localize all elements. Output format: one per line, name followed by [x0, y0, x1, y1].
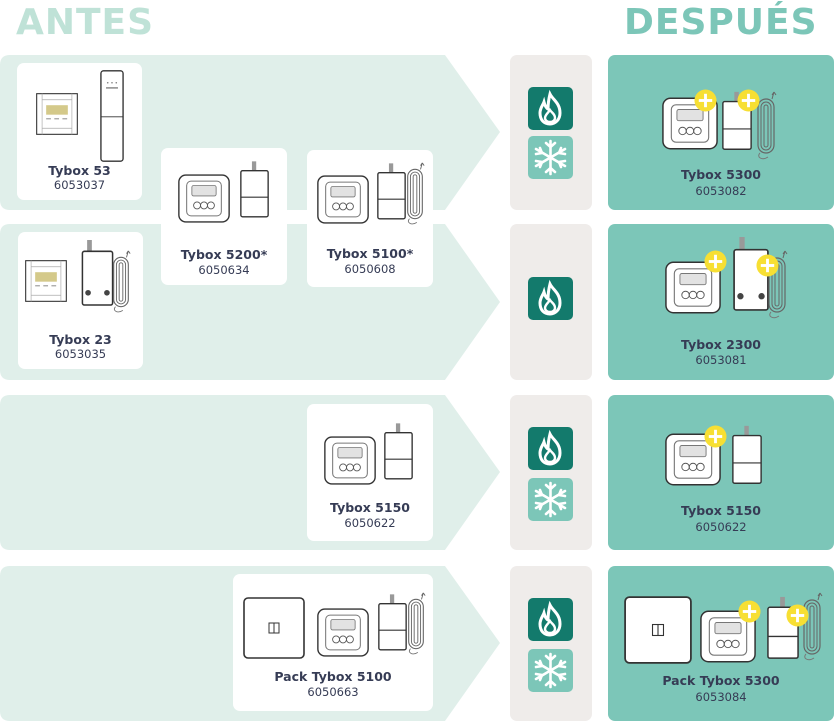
product-code: 6050622 [344, 516, 396, 530]
product-code: 6050608 [344, 262, 396, 276]
plus-badge-icon [704, 250, 727, 273]
connector [291, 211, 303, 221]
product-card-tybox-2300: Tybox 2300 6053081 [608, 224, 834, 380]
antenna-cable-icon [405, 592, 427, 656]
plus-badge-icon [786, 604, 809, 627]
cooling-icon [528, 478, 573, 521]
product-name: Tybox 5100* [326, 246, 414, 261]
product-code: 6050634 [198, 263, 250, 277]
mode-panel-row-3 [510, 395, 592, 550]
product-card-tybox-5100: Tybox 5100* 6050608 [307, 150, 433, 287]
product-name: Tybox 5300 [681, 167, 761, 182]
product-code: 6053035 [54, 347, 107, 361]
receiver-icon [240, 157, 269, 222]
mode-panel-row-4 [510, 566, 592, 721]
antenna-cable-icon [800, 590, 824, 664]
receiver-icon [377, 159, 406, 224]
after-heading: DESPUÉS [624, 2, 818, 43]
product-card-tybox-23: Tybox 23 6053035 [18, 232, 143, 369]
product-card-tybox-5300: Tybox 5300 6053082 [608, 55, 834, 210]
product-code: 6053082 [695, 184, 747, 198]
before-heading: ANTES [16, 2, 155, 43]
receiver-icon [732, 417, 762, 493]
old-thermostat-icon [36, 93, 78, 135]
heating-icon [528, 598, 573, 641]
receiver-icon [378, 590, 407, 655]
product-name: Tybox 5150 [330, 500, 410, 515]
product-name: Tybox 5150 [681, 503, 761, 518]
plus-badge-icon [738, 600, 761, 623]
product-name: Tybox 53 [48, 163, 111, 178]
product-name: Tybox 23 [49, 332, 112, 347]
product-card-tybox-5150-after: Tybox 5150 6050622 [608, 395, 834, 550]
heating-icon [528, 277, 573, 320]
thermostat-icon [317, 608, 369, 657]
cooling-icon [528, 136, 573, 179]
sensor-icon [243, 597, 305, 659]
product-code: 6050663 [307, 685, 359, 699]
antenna-cable-icon [110, 250, 132, 314]
product-card-pack-tybox-5300: Pack Tybox 5300 6053084 [608, 566, 834, 721]
product-name: Tybox 5200* [180, 247, 268, 262]
plus-badge-icon [704, 425, 727, 448]
heating-icon [528, 87, 573, 130]
receiver-icon [100, 70, 124, 162]
receiver-icon [384, 419, 413, 484]
connector [436, 211, 442, 221]
product-code: 6053081 [695, 353, 747, 367]
heating-icon [528, 427, 573, 470]
product-code: 6053084 [695, 690, 747, 704]
old-thermostat-icon [25, 260, 67, 302]
product-name: Tybox 2300 [681, 337, 761, 352]
antenna-cable-icon [404, 162, 426, 226]
product-card-pack-tybox-5100: Pack Tybox 5100 6050663 [233, 574, 433, 711]
product-code: 6053037 [53, 178, 106, 192]
product-name: Pack Tybox 5100 [274, 669, 392, 684]
product-card-tybox-5200: Tybox 5200* 6050634 [161, 148, 287, 285]
sensor-icon [624, 596, 692, 664]
thermostat-icon [324, 436, 376, 485]
product-card-tybox-5150: Tybox 5150 6050622 [307, 404, 433, 541]
thermostat-icon [317, 175, 369, 224]
product-code: 6050622 [695, 520, 747, 534]
mode-panel-row-1 [510, 55, 592, 210]
product-name: Pack Tybox 5300 [662, 673, 780, 688]
mode-panel-row-2 [510, 224, 592, 380]
plus-badge-icon [737, 89, 760, 112]
product-card-tybox-53: Tybox 53 6053037 [17, 63, 142, 200]
thermostat-icon [178, 174, 230, 223]
cooling-icon [528, 649, 573, 692]
connector [150, 212, 162, 221]
plus-badge-icon [694, 89, 717, 112]
plus-badge-icon [756, 254, 779, 277]
